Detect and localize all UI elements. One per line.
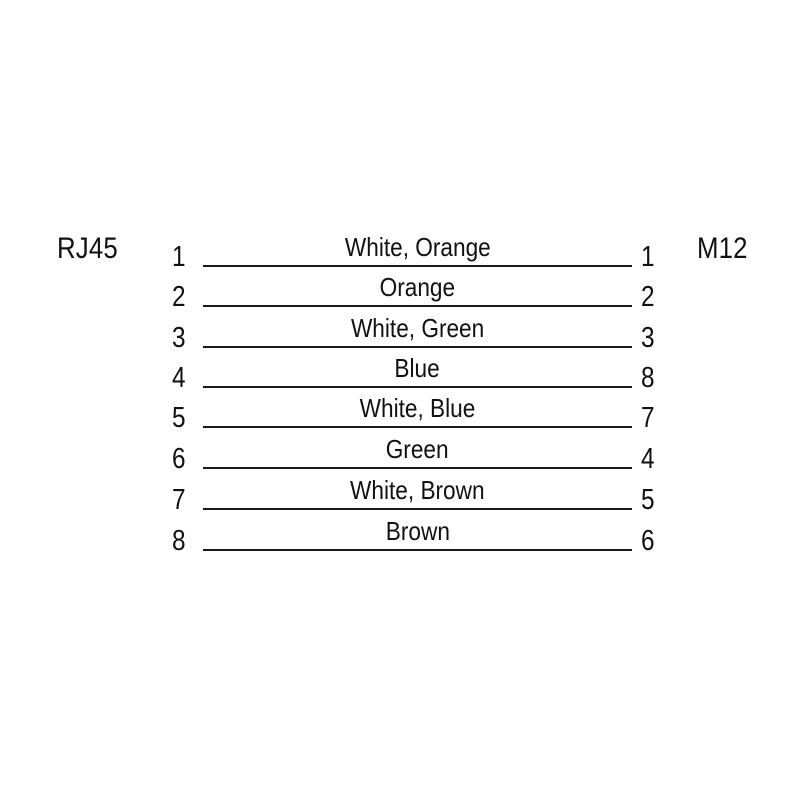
wire-label: Blue — [394, 353, 441, 383]
wire-label: White, Orange — [344, 232, 491, 262]
pin-number-right: 7 — [641, 402, 655, 434]
pin-number-left: 2 — [172, 281, 186, 313]
wire-label: Brown — [385, 516, 450, 546]
wire-line — [203, 305, 632, 307]
wire-label: White, Brown — [350, 475, 485, 505]
wire-line — [203, 265, 632, 267]
wire-label: Green — [386, 434, 449, 464]
pin-number-left: 3 — [172, 322, 186, 354]
pin-number-right: 3 — [641, 322, 655, 354]
pin-number-left: 6 — [172, 443, 186, 475]
wire-label: White, Green — [350, 313, 485, 343]
pin-number-left: 8 — [172, 525, 186, 557]
connector-label-rj45: RJ45 — [57, 232, 118, 265]
wire-line — [203, 508, 632, 510]
wire-line — [203, 346, 632, 348]
pin-number-left: 4 — [172, 362, 186, 394]
pin-number-left: 5 — [172, 402, 186, 434]
pin-number-right: 8 — [641, 362, 655, 394]
pin-number-right: 5 — [641, 484, 655, 516]
pin-number-left: 7 — [172, 484, 186, 516]
connector-label-m12: M12 — [697, 232, 748, 265]
wire-line — [203, 386, 632, 388]
pin-number-right: 1 — [641, 241, 655, 273]
pin-number-right: 2 — [641, 281, 655, 313]
wire-line — [203, 467, 632, 469]
pin-number-left: 1 — [172, 241, 186, 273]
wire-label: Orange — [379, 272, 456, 302]
pin-number-right: 4 — [641, 443, 655, 475]
wire-line — [203, 426, 632, 428]
wire-label: White, Blue — [359, 393, 476, 423]
pin-number-right: 6 — [641, 525, 655, 557]
wire-line — [203, 549, 632, 551]
